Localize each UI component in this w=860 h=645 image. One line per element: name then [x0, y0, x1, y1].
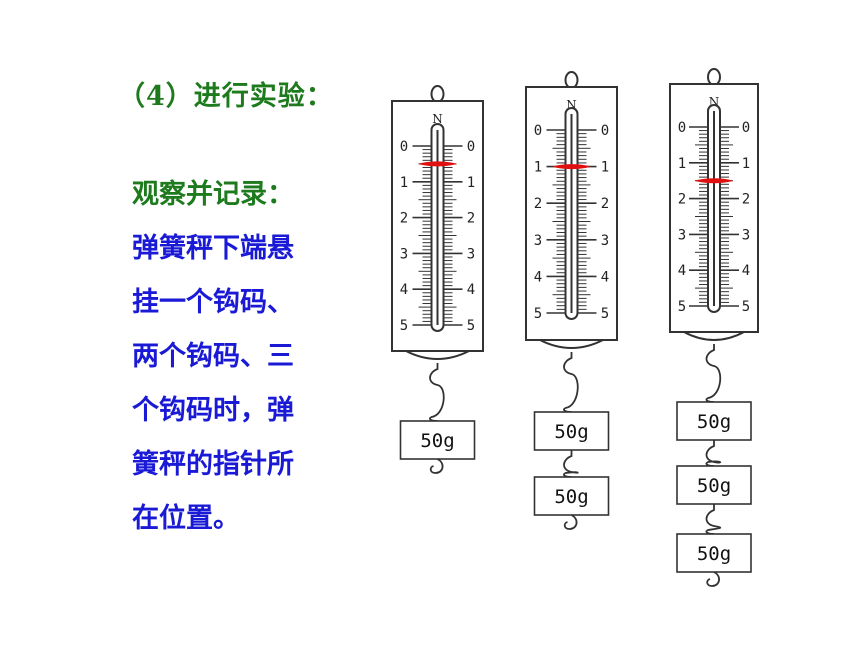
weight-box — [676, 401, 752, 441]
hanging-ring — [564, 71, 579, 89]
tick-label-left: 4 — [400, 282, 408, 298]
s-hook — [705, 440, 722, 467]
tick-label-right: 4 — [742, 263, 750, 279]
s-hook — [705, 344, 722, 403]
pointer-indicator — [553, 164, 590, 170]
tick-label-right: 1 — [742, 156, 750, 172]
unit-label: N — [709, 95, 720, 109]
tick-label-right: 1 — [467, 175, 475, 191]
bottom-hook — [429, 458, 444, 474]
instruction-line: 个钩码时，弹 — [132, 395, 294, 426]
spring-scale: N 0 0 1 1 2 2 3 3 4 4 5 5 50g — [391, 85, 484, 474]
pointer-indicator — [695, 178, 733, 184]
tick-label-left: 1 — [534, 160, 542, 176]
instruction-line: 簧秤的指针所 — [132, 449, 294, 480]
tick-label-right: 5 — [467, 318, 475, 334]
tick-label-right: 0 — [467, 139, 475, 155]
tick-label-left: 4 — [678, 263, 686, 279]
instruction-line: 在位置。 — [132, 503, 240, 534]
scale-bottom-taper — [539, 339, 604, 349]
instruction-line: 观察并记录： — [132, 179, 294, 210]
weight-label: 50g — [420, 430, 454, 452]
bottom-hook — [563, 514, 578, 530]
tick-label-left: 3 — [534, 233, 542, 249]
weight-label: 50g — [697, 543, 731, 565]
bottom-hook — [706, 571, 720, 587]
instruction-line: 弹簧秤下端悬 — [132, 233, 294, 264]
scale-bottom-taper — [405, 350, 470, 360]
weight-label: 50g — [554, 486, 588, 508]
section-heading: （4）进行实验： — [118, 81, 334, 112]
tick-label-left: 3 — [400, 246, 408, 262]
scale-bottom-taper — [683, 331, 745, 341]
tick-label-left: 2 — [400, 211, 408, 227]
tick-label-left: 4 — [534, 269, 542, 285]
s-hook — [429, 363, 445, 422]
tick-label-right: 3 — [467, 246, 475, 262]
weight-box — [533, 476, 610, 516]
spring-scale: N 0 0 1 1 2 2 3 3 4 4 5 5 50g 50g 50g — [669, 68, 759, 587]
pointer-indicator — [419, 161, 456, 167]
tick-label-left: 3 — [678, 227, 686, 243]
tick-label-left: 0 — [400, 139, 408, 155]
tick-label-right: 2 — [601, 196, 609, 212]
tick-label-left: 2 — [534, 196, 542, 212]
tick-label-right: 3 — [742, 227, 750, 243]
hanging-ring — [707, 68, 721, 86]
tick-label-left: 0 — [678, 120, 686, 136]
tick-label-right: 1 — [601, 160, 609, 176]
tick-label-left: 5 — [534, 306, 542, 322]
unit-label: N — [432, 112, 443, 126]
instruction-line: 挂一个钩码、 — [132, 287, 294, 318]
tick-label-right: 3 — [601, 233, 609, 249]
s-hook — [563, 352, 579, 413]
weight-label: 50g — [697, 411, 731, 433]
tick-label-right: 4 — [467, 282, 475, 298]
tick-label-left: 5 — [678, 299, 686, 315]
tick-label-right: 2 — [467, 211, 475, 227]
instruction-text: 观察并记录： 弹簧秤下端悬 挂一个钩码、 两个钩码、三 个钩码时，弹 簧秤的指针… — [132, 168, 332, 546]
tick-label-right: 2 — [742, 192, 750, 208]
weight-box — [676, 465, 752, 505]
tick-label-right: 5 — [601, 306, 609, 322]
tick-label-left: 0 — [534, 123, 542, 139]
weight-label: 50g — [697, 475, 731, 497]
instruction-line: 两个钩码、三 — [132, 341, 294, 372]
weight-label: 50g — [554, 421, 588, 443]
tick-label-left: 5 — [400, 318, 408, 334]
tick-label-right: 5 — [742, 299, 750, 315]
tick-label-right: 4 — [601, 269, 609, 285]
tick-label-right: 0 — [601, 123, 609, 139]
unit-label: N — [566, 98, 577, 112]
tick-label-left: 2 — [678, 192, 686, 208]
tick-label-left: 1 — [400, 175, 408, 191]
s-hook — [705, 504, 722, 535]
s-hook — [563, 450, 579, 478]
tick-label-right: 0 — [742, 120, 750, 136]
tick-label-left: 1 — [678, 156, 686, 172]
hanging-ring — [430, 85, 445, 103]
spring-scale: N 0 0 1 1 2 2 3 3 4 4 5 5 50g 50g — [525, 71, 618, 530]
weight-box — [399, 420, 476, 460]
